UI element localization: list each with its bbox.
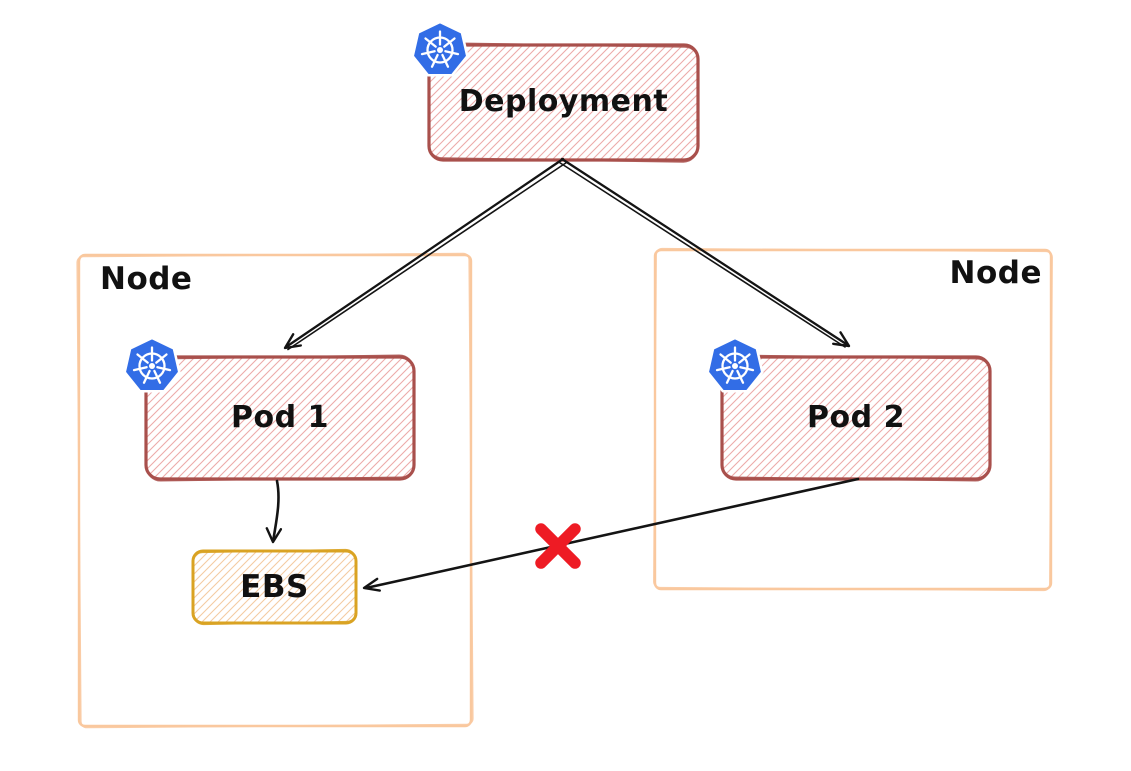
arrow-deployment-to-pod1 [283,157,568,351]
arrow-deployment-to-pod2 [558,157,851,348]
node-right-label: Node [949,255,1042,291]
pod2-label: Pod 2 [807,400,905,435]
ebs-label: EBS [240,569,309,605]
kubernetes-icon [123,336,181,393]
arrow-pod1-to-ebs [265,479,283,544]
node-left-label: Node [100,261,193,297]
node-left-box [76,252,474,729]
arrow-pod2-to-ebs [362,477,860,592]
node-right-box [653,247,1053,592]
pod1-box [144,354,416,482]
ebs-box [191,548,358,626]
error-x-icon [535,523,581,569]
deployment-label: Deployment [458,84,669,119]
pod1-label: Pod 1 [231,400,329,435]
kubernetes-icon [411,20,469,77]
deployment-box [427,42,700,163]
kubernetes-icon [706,336,764,393]
